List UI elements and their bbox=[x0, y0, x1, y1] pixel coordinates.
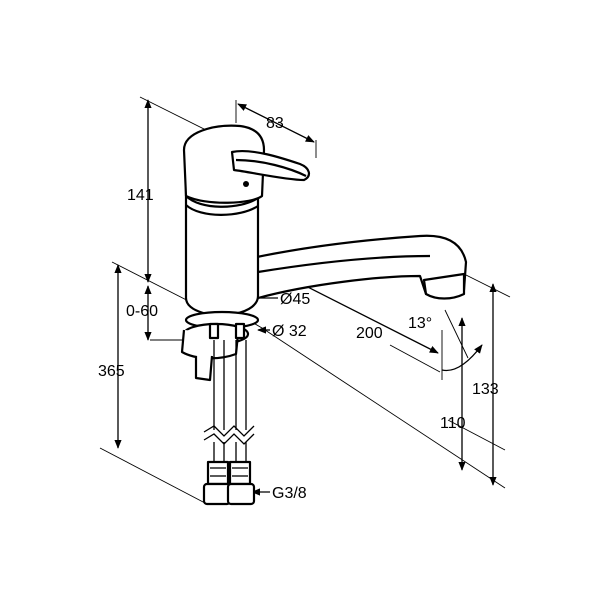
dimension-labels: 83 141 0-60 365 Ø45 Ø 32 200 13° 110 133… bbox=[98, 115, 499, 502]
dim-line-83 bbox=[237, 103, 315, 143]
dim-label-g38: G3/8 bbox=[272, 485, 307, 502]
dim-label-110: 110 bbox=[440, 415, 466, 432]
dim-label-141: 141 bbox=[127, 187, 154, 204]
dimension-lines bbox=[114, 99, 497, 496]
dim-label-0-60: 0-60 bbox=[126, 303, 158, 320]
dim-label-365: 365 bbox=[98, 363, 125, 380]
dim-label-diameter-32: Ø 32 bbox=[272, 323, 307, 340]
dim-label-diameter-45: Ø45 bbox=[280, 291, 310, 308]
dim-label-133: 133 bbox=[472, 381, 499, 398]
dim-label-200: 200 bbox=[356, 325, 383, 342]
faucet bbox=[180, 124, 468, 506]
dim-label-83: 83 bbox=[266, 115, 284, 132]
dim-label-13-degrees: 13° bbox=[408, 315, 432, 332]
lever-handle bbox=[230, 150, 310, 182]
indicator-dot-icon bbox=[243, 181, 249, 187]
supply-hoses bbox=[202, 340, 256, 506]
angle-line bbox=[444, 309, 469, 359]
angle-arc bbox=[441, 344, 483, 372]
spout-outlet bbox=[422, 272, 466, 300]
